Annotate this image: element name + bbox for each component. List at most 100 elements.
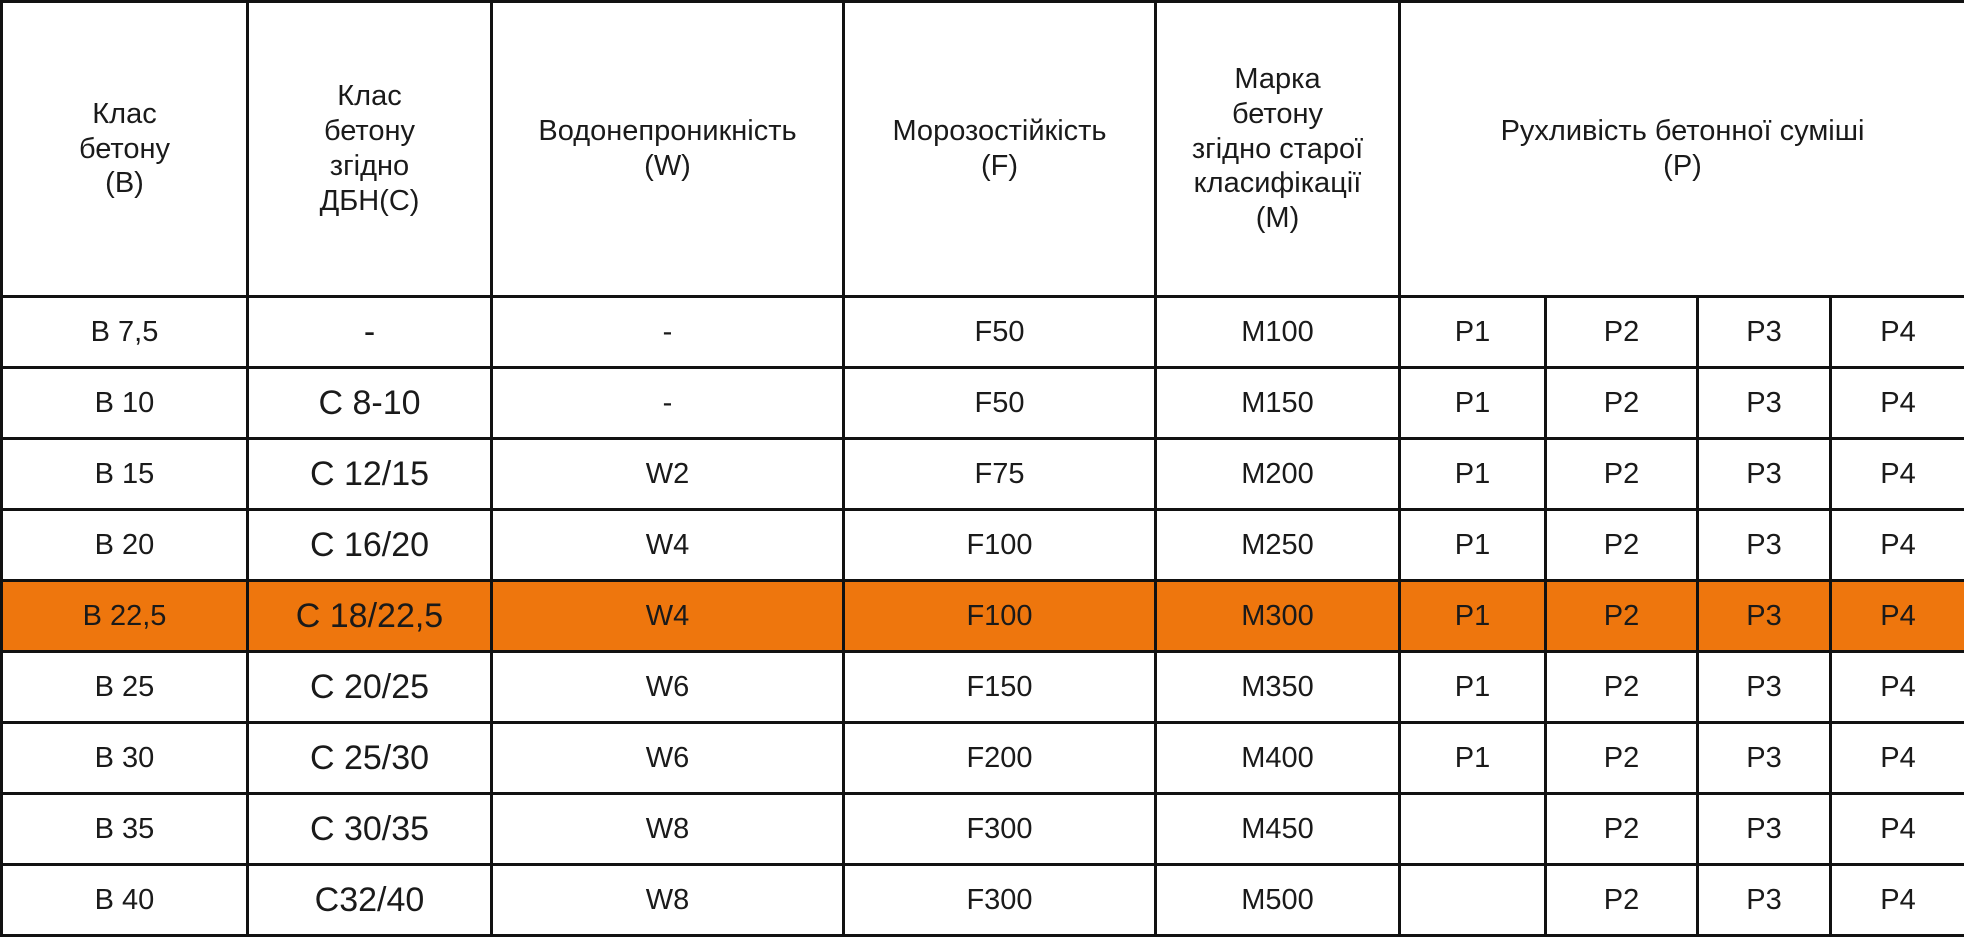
cell-mobility-p4: P4: [1831, 652, 1964, 723]
cell-mobility-p4: P4: [1831, 723, 1964, 794]
cell-class-c: C 12/15: [248, 439, 492, 510]
cell-class-b: B 10: [2, 368, 248, 439]
cell-water: W8: [492, 865, 844, 936]
cell-grade: M250: [1156, 510, 1400, 581]
cell-class-c: C 16/20: [248, 510, 492, 581]
cell-water: W4: [492, 510, 844, 581]
cell-mobility-p1: P1: [1400, 297, 1546, 368]
cell-mobility-p4: P4: [1831, 794, 1964, 865]
header-grade: Марка бетону згідно старої класифікації …: [1156, 2, 1400, 297]
cell-class-c: C32/40: [248, 865, 492, 936]
header-water: Водонепроникність (W): [492, 2, 844, 297]
cell-frost: F50: [844, 368, 1156, 439]
cell-mobility-p3: P3: [1698, 865, 1831, 936]
cell-water: -: [492, 368, 844, 439]
cell-mobility-p2: P2: [1546, 297, 1698, 368]
header-class-c: Клас бетону згідно ДБН(С): [248, 2, 492, 297]
cell-mobility-p4: P4: [1831, 510, 1964, 581]
cell-mobility-p1: P1: [1400, 581, 1546, 652]
cell-mobility-p3: P3: [1698, 439, 1831, 510]
cell-mobility-p3: P3: [1698, 581, 1831, 652]
header-row: Клас бетону (B) Клас бетону згідно ДБН(С…: [2, 2, 1964, 297]
cell-mobility-p1: P1: [1400, 510, 1546, 581]
cell-class-b: B 22,5: [2, 581, 248, 652]
cell-class-b: B 7,5: [2, 297, 248, 368]
cell-mobility-p4: P4: [1831, 368, 1964, 439]
cell-class-b: B 40: [2, 865, 248, 936]
cell-class-c: -: [248, 297, 492, 368]
cell-frost: F100: [844, 581, 1156, 652]
cell-water: W2: [492, 439, 844, 510]
cell-class-b: B 30: [2, 723, 248, 794]
cell-grade: M500: [1156, 865, 1400, 936]
cell-grade: M350: [1156, 652, 1400, 723]
cell-frost: F75: [844, 439, 1156, 510]
cell-water: W6: [492, 652, 844, 723]
cell-grade: M450: [1156, 794, 1400, 865]
cell-mobility-p1: P1: [1400, 439, 1546, 510]
cell-class-c: C 20/25: [248, 652, 492, 723]
cell-mobility-p3: P3: [1698, 794, 1831, 865]
cell-mobility-p3: P3: [1698, 297, 1831, 368]
cell-mobility-p4: P4: [1831, 439, 1964, 510]
header-water-text: Водонепроникність (W): [538, 115, 796, 182]
cell-mobility-p2: P2: [1546, 510, 1698, 581]
cell-class-b: B 15: [2, 439, 248, 510]
cell-frost: F100: [844, 510, 1156, 581]
cell-frost: F150: [844, 652, 1156, 723]
cell-grade: M150: [1156, 368, 1400, 439]
cell-class-c: C 8-10: [248, 368, 492, 439]
cell-mobility-p3: P3: [1698, 368, 1831, 439]
cell-class-b: B 20: [2, 510, 248, 581]
cell-grade: M200: [1156, 439, 1400, 510]
cell-mobility-p3: P3: [1698, 723, 1831, 794]
cell-mobility-p2: P2: [1546, 368, 1698, 439]
header-frost-text: Морозостійкість (F): [892, 115, 1106, 182]
table-header: Клас бетону (B) Клас бетону згідно ДБН(С…: [2, 2, 1964, 297]
cell-mobility-p2: P2: [1546, 652, 1698, 723]
cell-grade: M400: [1156, 723, 1400, 794]
cell-mobility-p1: P1: [1400, 723, 1546, 794]
cell-mobility-p4: P4: [1831, 865, 1964, 936]
cell-mobility-p1: [1400, 865, 1546, 936]
cell-mobility-p1: P1: [1400, 368, 1546, 439]
header-mobility-text: Рухливість бетонної суміші (Р): [1501, 115, 1865, 182]
header-mobility: Рухливість бетонної суміші (Р): [1400, 2, 1964, 297]
header-class-c-text: Клас бетону згідно ДБН(С): [320, 80, 420, 216]
cell-mobility-p3: P3: [1698, 652, 1831, 723]
cell-class-c: C 25/30: [248, 723, 492, 794]
cell-mobility-p2: P2: [1546, 723, 1698, 794]
cell-mobility-p1: P1: [1400, 652, 1546, 723]
cell-mobility-p3: P3: [1698, 510, 1831, 581]
cell-water: W8: [492, 794, 844, 865]
cell-frost: F50: [844, 297, 1156, 368]
cell-frost: F300: [844, 865, 1156, 936]
cell-mobility-p1: [1400, 794, 1546, 865]
cell-mobility-p2: P2: [1546, 439, 1698, 510]
cell-mobility-p4: P4: [1831, 297, 1964, 368]
cell-water: W4: [492, 581, 844, 652]
cell-class-c: C 30/35: [248, 794, 492, 865]
header-grade-text: Марка бетону згідно старої класифікації …: [1192, 63, 1363, 234]
cell-mobility-p2: P2: [1546, 581, 1698, 652]
cell-grade: M100: [1156, 297, 1400, 368]
header-class-b: Клас бетону (B): [2, 2, 248, 297]
header-class-b-text: Клас бетону (B): [79, 98, 170, 200]
cell-water: -: [492, 297, 844, 368]
cell-class-c: C 18/22,5: [248, 581, 492, 652]
cell-class-b: B 35: [2, 794, 248, 865]
cell-mobility-p4: P4: [1831, 581, 1964, 652]
cell-water: W6: [492, 723, 844, 794]
header-frost: Морозостійкість (F): [844, 2, 1156, 297]
cell-class-b: B 25: [2, 652, 248, 723]
